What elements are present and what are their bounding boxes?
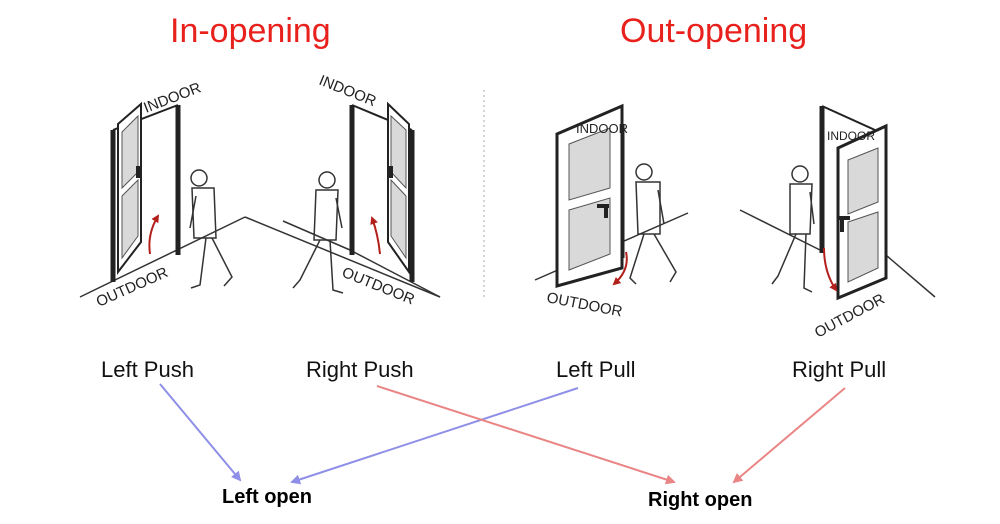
right-open-label: Right open: [648, 489, 753, 511]
floor-line-right: [244, 216, 441, 298]
left-pull-label: Left Pull: [556, 357, 636, 382]
door-panel-upper: [390, 114, 407, 190]
arrow-left-push-to-left-open: [159, 383, 242, 482]
out-opening-heading: Out-opening: [620, 12, 808, 50]
swing-arrow: [823, 247, 838, 292]
door-panel-upper: [847, 147, 879, 215]
left-push-label: Left Push: [101, 357, 194, 382]
swing-arrow: [370, 216, 381, 255]
floor-line-left: [282, 220, 351, 251]
door-panel-lower: [847, 211, 879, 283]
indoor-label: INDOOR: [141, 79, 203, 116]
door-panel-lower: [568, 197, 611, 271]
arrow-left-pull-to-left-open: [290, 387, 579, 485]
door-panel-upper: [568, 127, 611, 201]
person-figure: [629, 163, 677, 285]
door-handle: [597, 204, 609, 208]
right-push-label: Right Push: [306, 357, 414, 382]
swing-arrow: [612, 251, 628, 286]
panel-right-push: INDOOR OUTDOOR: [282, 72, 441, 309]
swing-arrow: [148, 214, 160, 255]
indoor-label: INDOOR: [827, 129, 875, 143]
floor-line-right: [879, 249, 936, 298]
door-frame-top: [821, 105, 876, 131]
right-pull-label: Right Pull: [792, 357, 887, 382]
door-panel-lower: [390, 178, 407, 260]
panel-right-pull: INDOOR OUTDOOR: [739, 105, 936, 342]
door-handle: [838, 216, 850, 220]
in-opening-heading: In-opening: [170, 12, 331, 50]
floor-line-right: [349, 249, 441, 298]
panel-left-push: INDOOR OUTDOOR: [79, 79, 441, 311]
indoor-label: INDOOR: [576, 121, 628, 136]
door-panel-lower: [121, 178, 139, 260]
arrow-right-pull-to-right-open: [732, 387, 846, 484]
person-figure: [292, 171, 344, 294]
left-open-label: Left open: [222, 486, 312, 508]
floor-line-left: [739, 209, 821, 251]
outdoor-label: OUTDOOR: [812, 290, 888, 341]
floor-line-left: [79, 216, 246, 298]
arrow-right-push-to-right-open: [376, 385, 676, 485]
person-figure: [189, 169, 233, 289]
person-figure: [771, 165, 815, 293]
door-handle: [389, 166, 393, 178]
panel-left-pull: INDOOR OUTDOOR: [534, 103, 689, 321]
door-handle: [136, 166, 140, 178]
indoor-label: INDOOR: [317, 72, 379, 110]
outdoor-label: OUTDOOR: [340, 264, 418, 309]
outdoor-label: OUTDOOR: [545, 289, 624, 320]
